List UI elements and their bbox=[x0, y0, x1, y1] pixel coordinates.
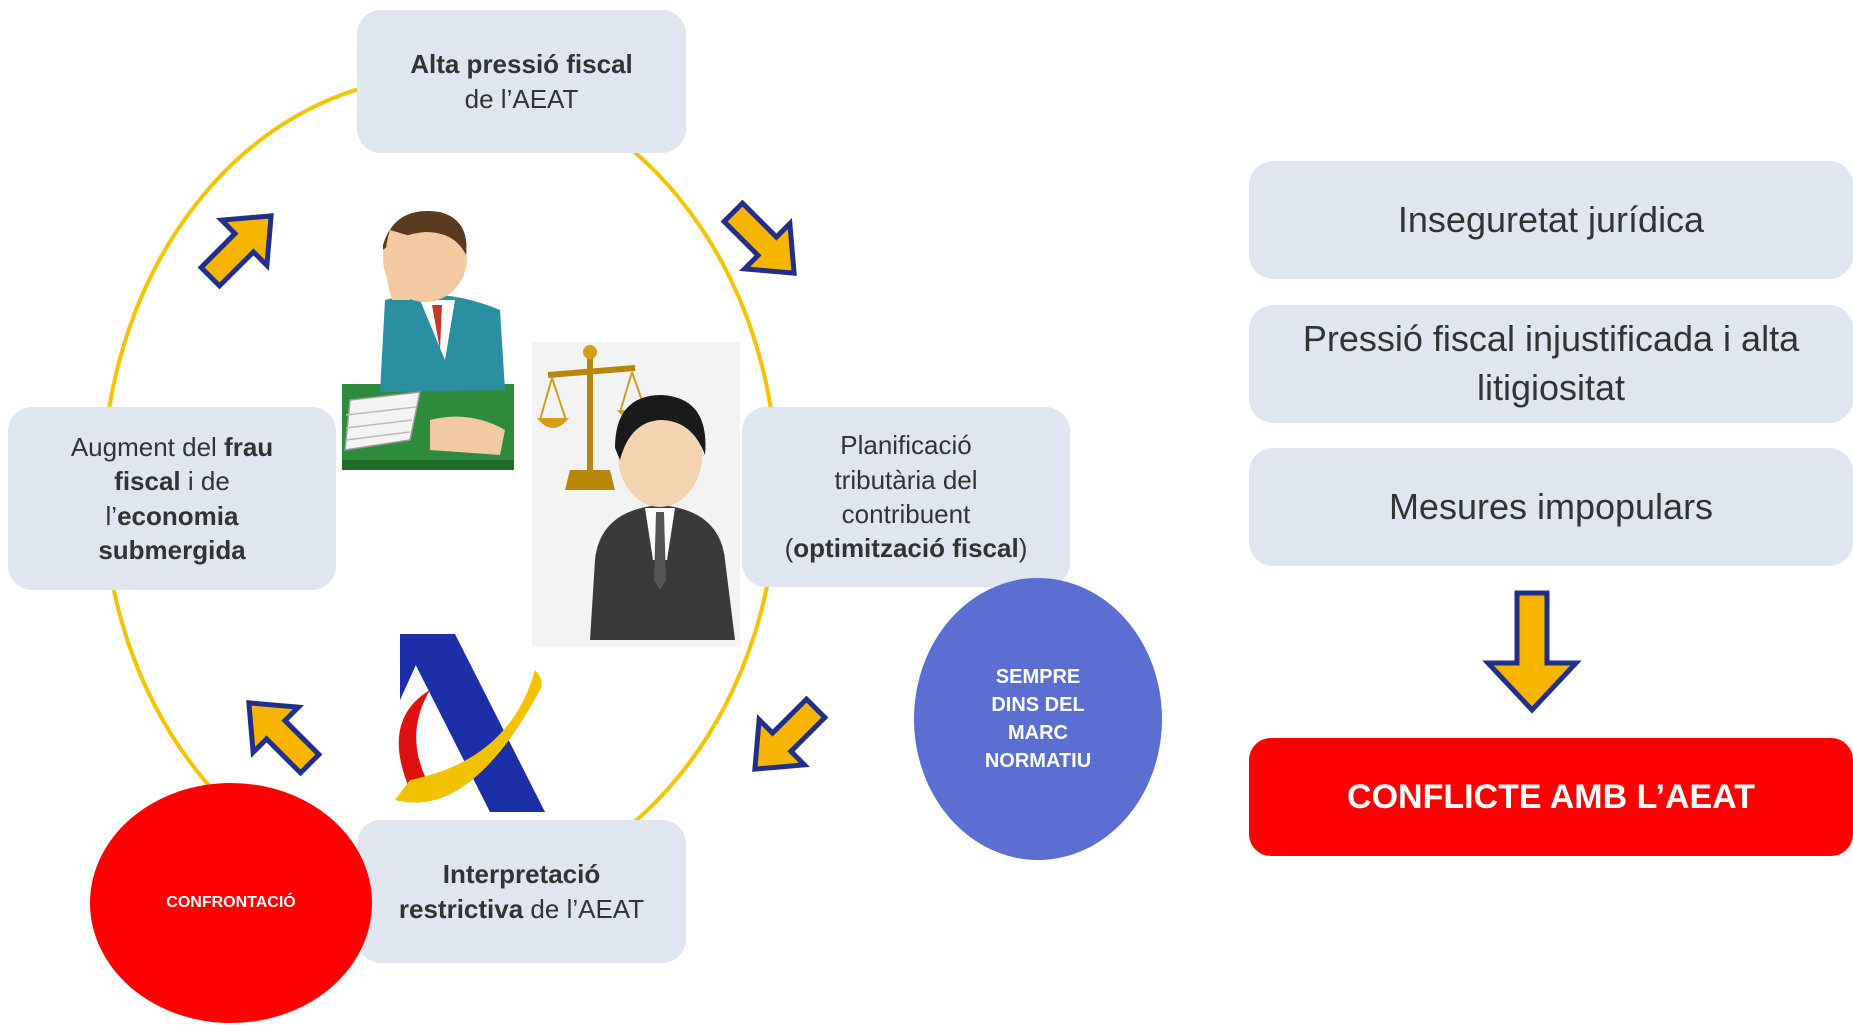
left-text-3: l’ bbox=[105, 500, 118, 531]
right-line-2: tributària del bbox=[834, 464, 978, 495]
right-line-3: contribuent bbox=[841, 499, 971, 529]
left-text-1: Augment del bbox=[70, 431, 225, 462]
right-close-paren: ) bbox=[1018, 533, 1028, 564]
right-item-3: Mesures impopulars bbox=[1249, 448, 1853, 566]
right-item-3-label: Mesures impopulars bbox=[1388, 485, 1714, 527]
normative-line-1: SEMPRE bbox=[995, 666, 1081, 688]
right-item-2: Pressió fiscal injustificada i alta liti… bbox=[1249, 305, 1853, 423]
lawyer-scales-illustration bbox=[532, 342, 740, 647]
normative-line-4: NORMATIU bbox=[984, 750, 1092, 772]
left-bold-2: fiscal bbox=[114, 466, 181, 497]
confrontation-label: CONFRONTACIÓ bbox=[166, 894, 296, 911]
cycle-box-left: Augment del frau fiscal i de l’economia … bbox=[8, 407, 336, 590]
normative-badge: SEMPRE DINS DEL MARC NORMATIU bbox=[914, 578, 1162, 860]
arrow-up-left bbox=[226, 680, 332, 786]
normative-line-2: DINS DEL bbox=[991, 694, 1085, 716]
arrow-down-right-panel bbox=[1482, 590, 1582, 714]
left-bold-4: submergida bbox=[98, 534, 246, 565]
arrow-down-left bbox=[732, 686, 838, 792]
arrow-up-right bbox=[188, 193, 294, 299]
normative-line-3: MARC bbox=[1008, 722, 1068, 744]
left-text-2: i de bbox=[180, 466, 230, 497]
bottom-rest: de l’AEAT bbox=[523, 893, 645, 924]
right-item-1: Inseguretat jurídica bbox=[1249, 161, 1853, 279]
top-bold: Alta pressió fiscal bbox=[410, 49, 633, 80]
right-item-1-label: Inseguretat jurídica bbox=[1397, 198, 1705, 240]
aeat-logo bbox=[395, 634, 545, 812]
top-rest: de l’AEAT bbox=[464, 83, 579, 114]
arrow-down-right bbox=[711, 190, 817, 296]
left-bold-3: economia bbox=[117, 500, 239, 531]
conflict-result-label: CONFLICTE AMB L’AEAT bbox=[1347, 777, 1755, 816]
right-open-paren: ( bbox=[784, 533, 794, 564]
bottom-bold-2: restrictiva bbox=[398, 893, 524, 924]
right-item-2-label: Pressió fiscal injustificada i alta liti… bbox=[1302, 318, 1800, 408]
cycle-box-right: Planificació tributària del contribuent … bbox=[742, 407, 1070, 587]
right-line-1: Planificació bbox=[840, 430, 972, 461]
right-bold: optimització fiscal bbox=[793, 533, 1019, 564]
stressed-man-illustration bbox=[342, 210, 514, 470]
bottom-bold-1: Interpretació bbox=[442, 859, 601, 890]
cycle-box-bottom: Interpretació restrictiva de l’AEAT bbox=[357, 820, 686, 963]
cycle-box-top: Alta pressió fiscal de l’AEAT bbox=[357, 10, 686, 153]
left-bold-1: frau bbox=[224, 431, 274, 462]
conflict-result-box: CONFLICTE AMB L’AEAT bbox=[1249, 738, 1853, 856]
confrontation-badge: CONFRONTACIÓ bbox=[90, 783, 372, 1023]
